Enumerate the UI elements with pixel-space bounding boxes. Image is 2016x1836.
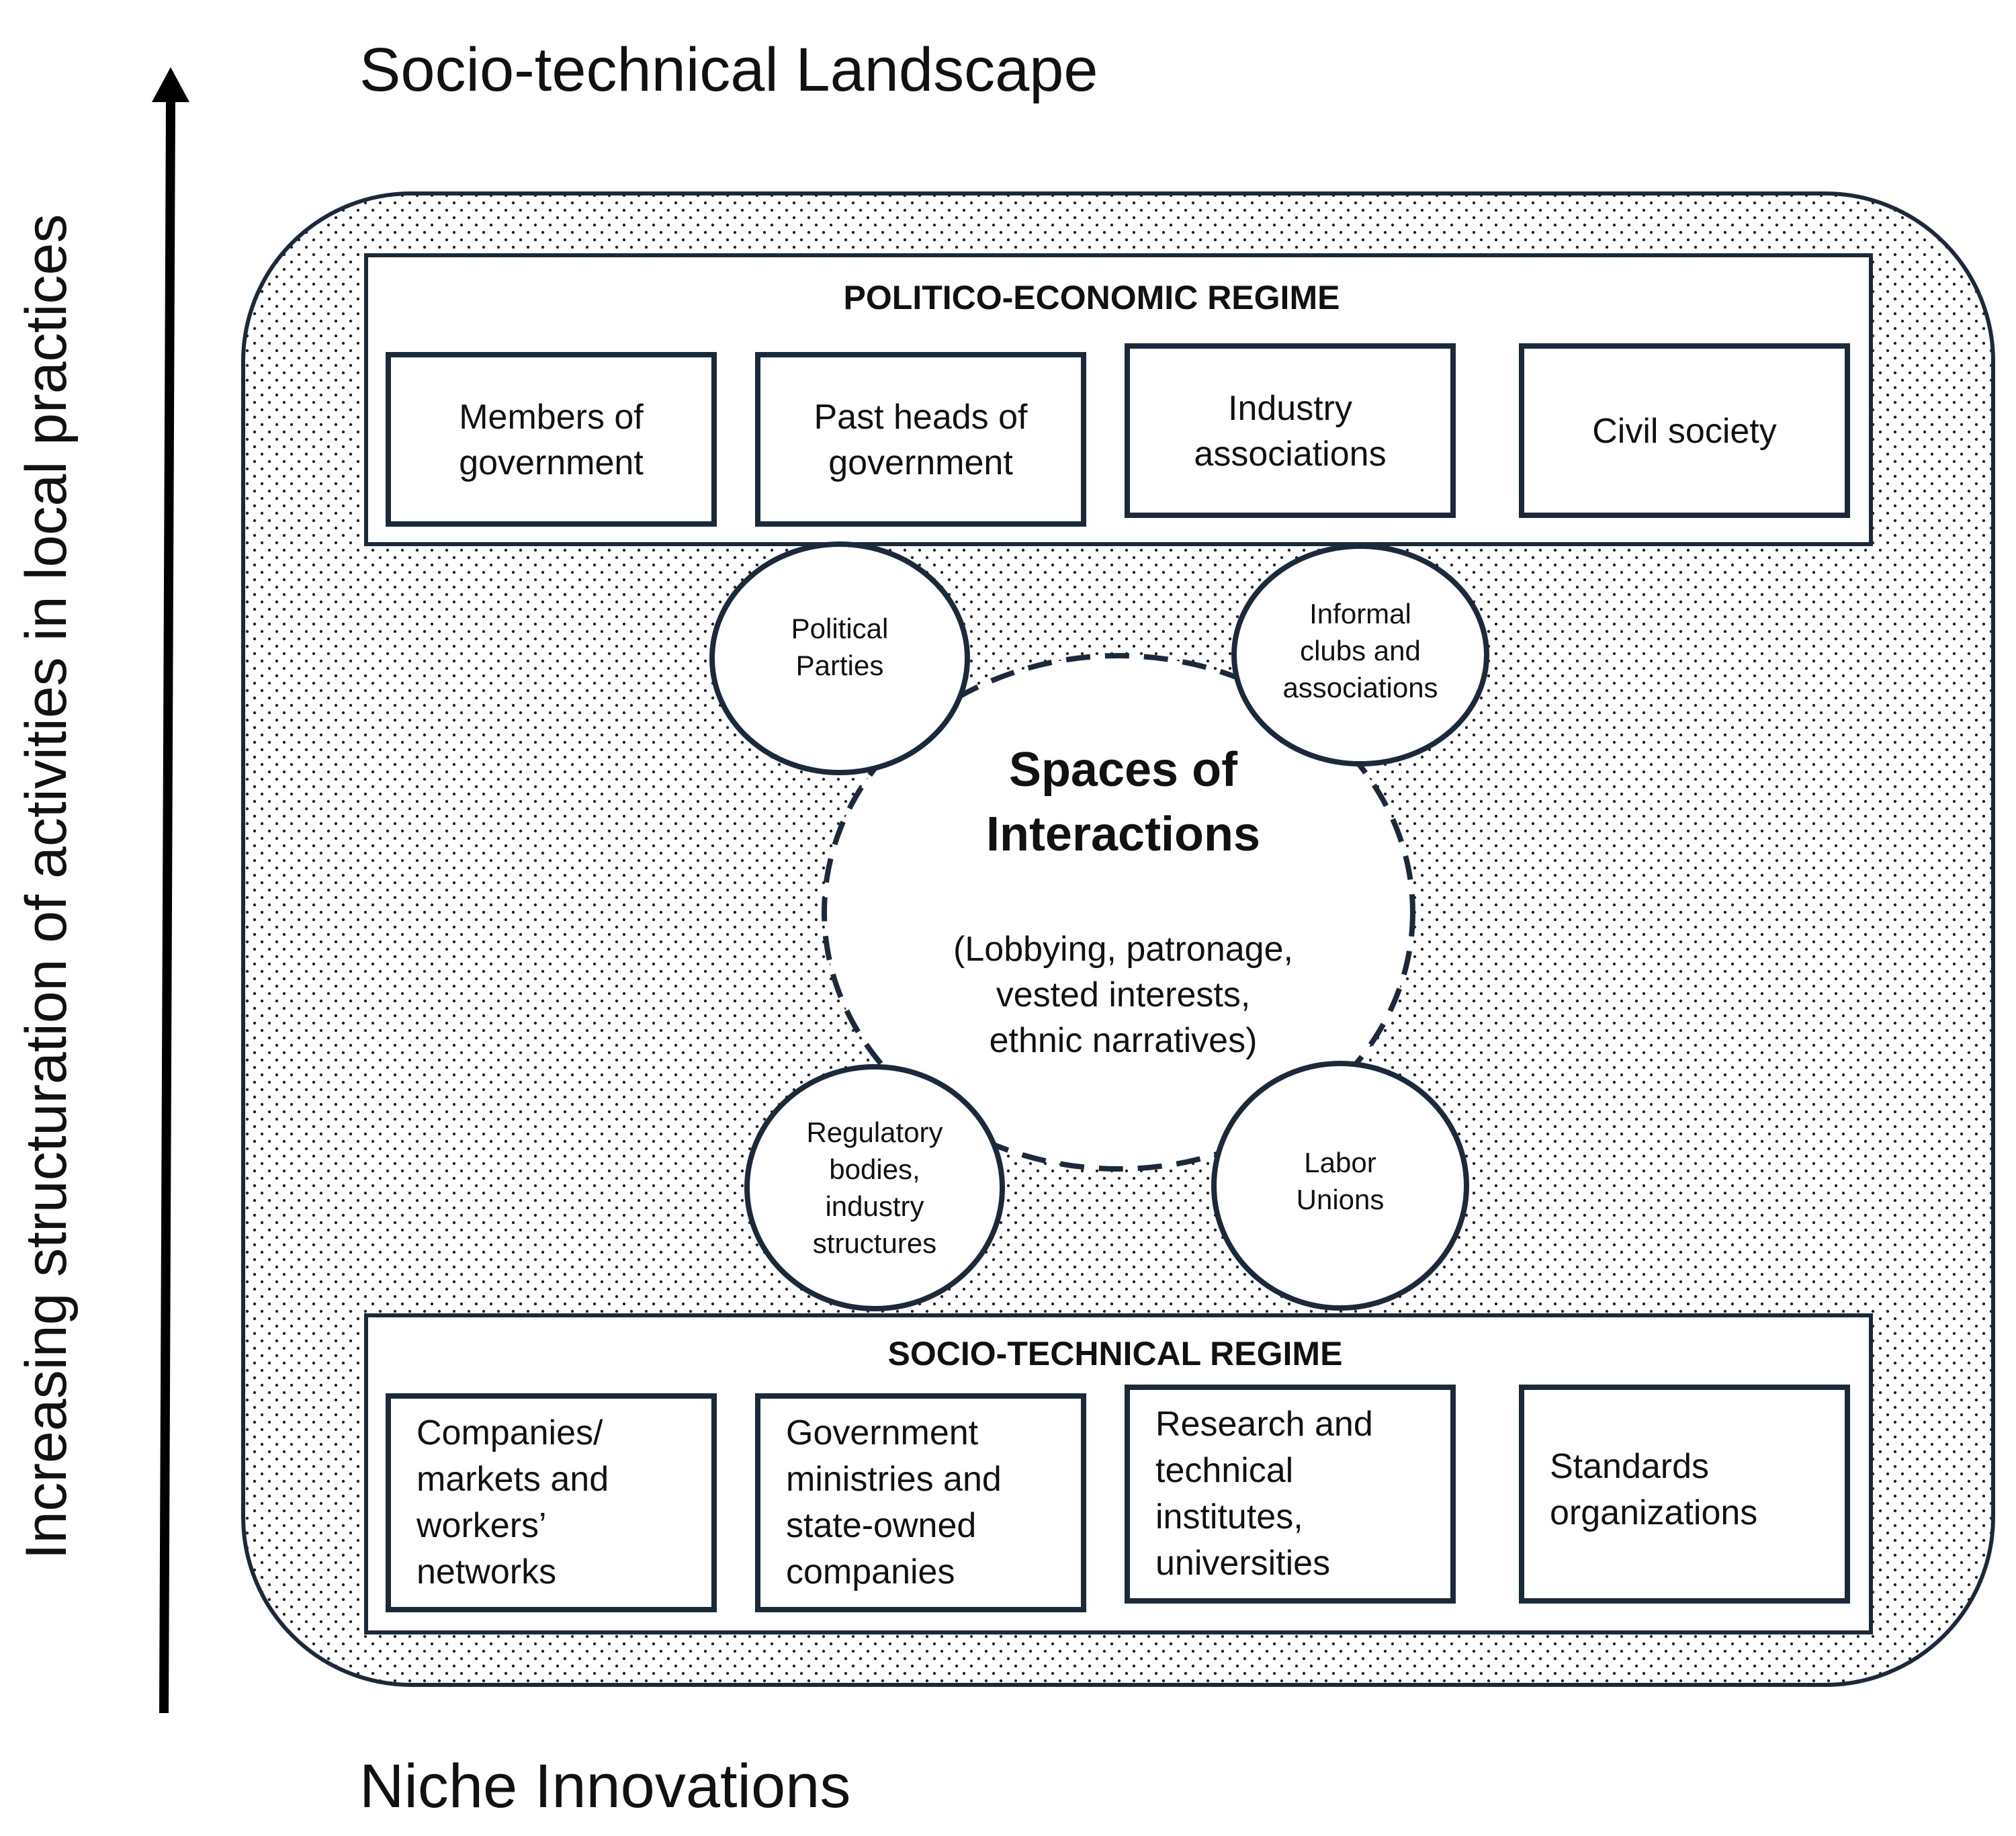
actor-circle-label: bodies, (829, 1153, 920, 1185)
landscape-label: Socio-technical Landscape (359, 36, 1098, 104)
actor-circle-informal-clubs: Informal clubs and associations (1231, 543, 1489, 767)
socio-actor-label: networks (417, 1553, 556, 1591)
actor-circle-regulatory: Regulatory bodies, industry structures (744, 1064, 1005, 1311)
spaces-description: ethnic narratives) (990, 1021, 1258, 1060)
spaces-description: vested interests, (996, 975, 1251, 1014)
socio-actor-label: Companies/ (417, 1413, 603, 1452)
politico-actor-label: Civil society (1592, 412, 1777, 451)
politico-actor-box: Past heads of government (755, 352, 1086, 527)
socio-actor-label: workers’ (416, 1506, 547, 1545)
spaces-title: Spaces of (1009, 743, 1238, 797)
socio-actor-box: Research and technical institutes, universi… (1125, 1385, 1456, 1604)
socio-actor-label: Research and (1155, 1405, 1373, 1444)
socio-actor-label: organizations (1550, 1493, 1757, 1532)
politico-actor-label: Members of (459, 398, 644, 437)
actor-circle-label: Parties (796, 650, 884, 681)
actor-circle-label: structures (813, 1227, 936, 1259)
actor-circle-label: Unions (1297, 1184, 1385, 1215)
socio-actor-label: technical (1155, 1451, 1293, 1490)
politico-actor-label: government (828, 443, 1013, 482)
socio-actor-label: ministries and (786, 1460, 1002, 1499)
socio-actor-label: state-owned (786, 1506, 976, 1545)
actor-circle-label: industry (825, 1190, 924, 1222)
politico-regime-title: POLITICO-ECONOMIC REGIME (844, 279, 1340, 316)
politico-economic-regime: POLITICO-ECONOMIC REGIME Members of gover… (364, 253, 1873, 546)
socio-technical-regime: SOCIO-TECHNICAL REGIME Companies/markets… (364, 1313, 1873, 1634)
spaces-description: (Lobbying, patronage, (953, 930, 1293, 969)
socio-actor-label: markets and (417, 1460, 609, 1499)
politico-actor-label: Past heads of (814, 398, 1028, 437)
socio-actor-label: institutes, (1155, 1497, 1303, 1536)
socio-actor-label: companies (786, 1553, 955, 1591)
actor-circle-label: Labor (1304, 1147, 1376, 1178)
actor-circle-label: associations (1282, 672, 1438, 703)
niche-label: Niche Innovations (359, 1752, 850, 1821)
spaces-of-interactions: Spaces of Interactions (Lobbying, patronag… (822, 653, 1415, 1172)
politico-actor-label: associations (1194, 435, 1386, 474)
axis-label: Increasing structuration of activities i… (14, 214, 79, 1560)
politico-actor-box: Members of government (386, 352, 717, 527)
politico-actor-label: Industry (1228, 389, 1352, 428)
spaces-title: Interactions (986, 807, 1260, 861)
socio-actor-label: Government (786, 1413, 979, 1452)
socio-actor-box: Standards organizations (1519, 1385, 1850, 1604)
politico-actor-label: government (459, 443, 644, 482)
actor-circle-label: clubs and (1300, 635, 1421, 666)
actor-circle-label: Political (791, 613, 889, 644)
actor-circle-label: Informal (1309, 598, 1411, 629)
socio-actor-box: Government ministries and state-owned compa… (755, 1393, 1086, 1612)
socio-actor-box: Companies/markets and workers’ networks (386, 1393, 717, 1612)
socio-actor-label: Standards (1550, 1447, 1709, 1486)
arrow-head-icon (152, 67, 189, 102)
politico-actor-box: Civil society (1519, 343, 1850, 518)
structuration-arrow (152, 67, 189, 1714)
socio-actor-label: universities (1155, 1544, 1330, 1583)
politico-actor-box: Industry associations (1125, 343, 1456, 518)
actor-circle-label: Regulatory (806, 1117, 943, 1148)
socio-regime-title: SOCIO-TECHNICAL REGIME (888, 1335, 1343, 1372)
